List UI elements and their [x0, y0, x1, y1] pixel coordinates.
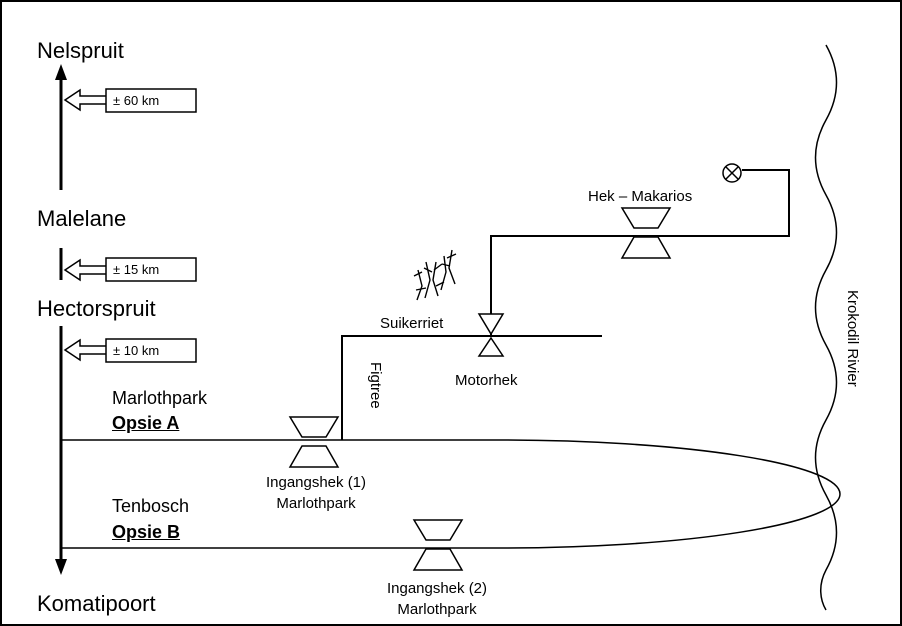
distance-callout-3: [63, 338, 197, 363]
gate-2-line1: Ingangshek (2): [386, 580, 488, 597]
distance-callout-1: [63, 88, 197, 113]
river-label: Krokodil Rivier: [844, 290, 861, 387]
figtree-label: Figtree: [367, 362, 384, 409]
distance-callout-2: [63, 257, 197, 282]
gate-icon: [412, 519, 464, 571]
town-label-komatipoort: Komatipoort: [37, 591, 156, 616]
gate-2-label: Ingangshek (2) Marlothpark: [387, 578, 487, 620]
access-roads: [341, 169, 790, 440]
figtree-road: [341, 335, 602, 440]
gate-2-line2: Marlothpark: [397, 601, 477, 618]
option-a-label: Opsie A: [112, 413, 180, 433]
motorhek-label: Motorhek: [455, 372, 518, 389]
road-to-makarios: [490, 169, 790, 336]
marlothpark-boundary: [61, 439, 841, 549]
south-arrow-icon: [55, 559, 67, 575]
option-b-label: Opsie B: [112, 522, 181, 542]
distance-label: ± 60 km: [113, 93, 160, 108]
gate-icon: [620, 207, 672, 259]
north-arrow-icon: [55, 64, 67, 80]
distance-label: ± 15 km: [113, 262, 160, 277]
target-marker-icon: [722, 163, 742, 183]
suikerriet-label: Suikerriet: [380, 315, 444, 332]
town-label-malelane: Malelane: [37, 206, 127, 231]
gate-1-line2: Marlothpark: [276, 495, 356, 512]
option-b-place: Tenbosch: [112, 496, 190, 516]
gate-icon: [288, 416, 340, 468]
gate-1-label: Ingangshek (1) Marlothpark: [266, 472, 366, 514]
valve-icon: [477, 313, 505, 357]
main-road: [55, 64, 67, 575]
distance-label: ± 10 km: [113, 343, 160, 358]
sugarcane-icon: [413, 249, 457, 301]
gate-1-line1: Ingangshek (1): [265, 474, 367, 491]
option-a-place: Marlothpark: [112, 388, 208, 408]
krokodil-river-line: [814, 44, 838, 611]
makarios-gate-label: Hek – Makarios: [588, 188, 693, 205]
town-label-hectorspruit: Hectorspruit: [37, 296, 156, 321]
town-label-nelspruit: Nelspruit: [37, 38, 124, 63]
